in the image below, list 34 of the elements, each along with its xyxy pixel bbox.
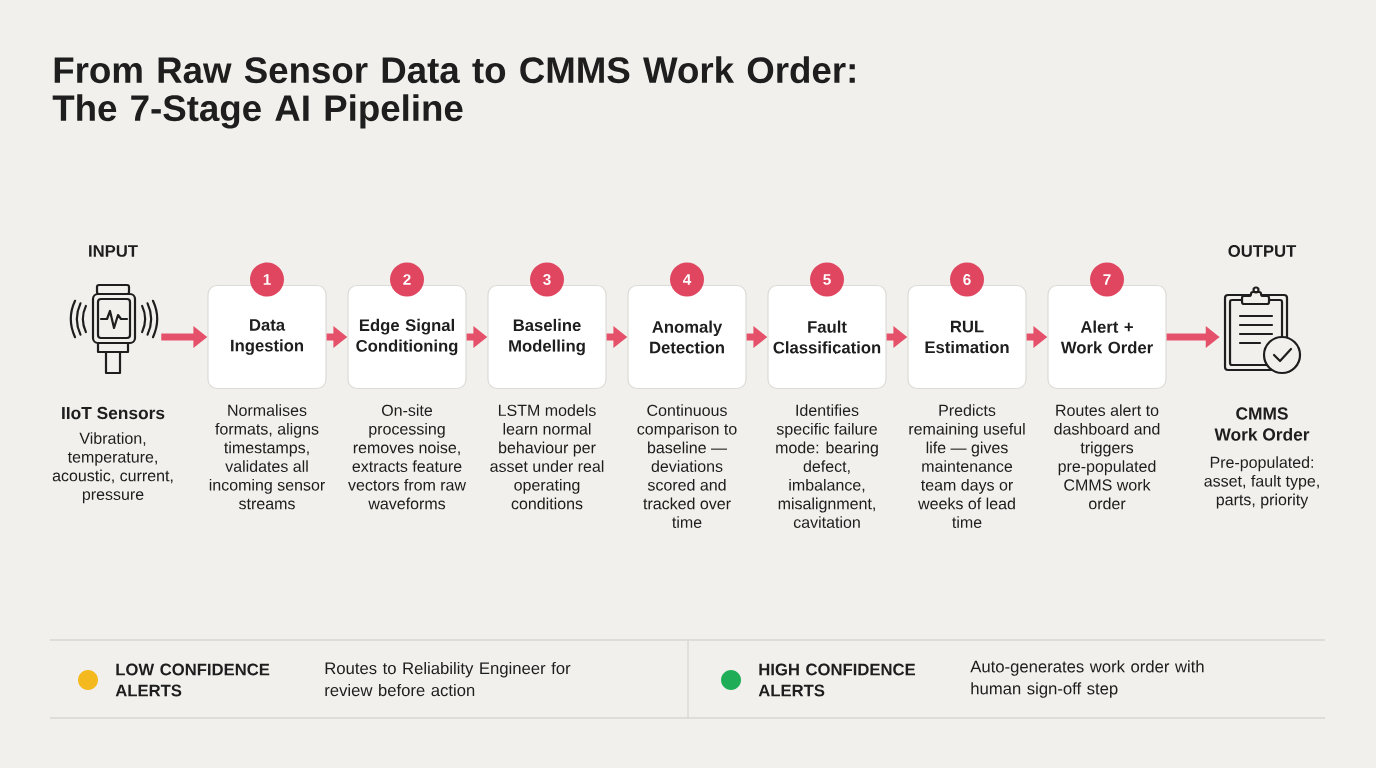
node-title: CMMS Work Order: [1214, 407, 1310, 441]
description-text: Normalises formats, aligns timestamps, validates all incoming sensor streams: [209, 404, 325, 510]
description-text: Continuous comparison to baseline — deviations scored and tracked over time: [637, 404, 737, 528]
clipboard-icon: [1223, 286, 1302, 375]
section-label: OUTPUT: [1228, 245, 1297, 257]
description-text: LSTM models learn normal behaviour per asset under real operating conditions: [490, 404, 604, 510]
description-text: Routes alert to dashboard and triggers pre-populated CMMS work order: [1054, 404, 1160, 510]
legend-label: LOW CONFIDENCE ALERTS: [115, 663, 270, 697]
process-box: Fault Classification: [767, 284, 887, 390]
process-box: Baseline Modelling: [487, 284, 607, 390]
title: From Raw Sensor Data to CMMS Work Order: The 7-Stage AI Pipeline: [52, 56, 855, 129]
process-box: Anomaly Detection: [627, 284, 747, 390]
step-number-badge: 1: [250, 262, 284, 297]
process-box: Alert + Work Order: [1047, 284, 1167, 390]
step-number-badge: 4: [670, 262, 704, 297]
step-number-badge: 6: [950, 262, 984, 297]
description-text: Routes to Reliability Engineer for review before action: [325, 661, 571, 697]
step-number-badge: 7: [1090, 262, 1124, 297]
process-box: RUL Estimation: [907, 284, 1027, 390]
legend-label: HIGH CONFIDENCE ALERTS: [758, 663, 915, 697]
section-label: INPUT: [89, 245, 138, 257]
node-title: IIoT Sensors: [62, 406, 165, 420]
description-text: Predicts remaining useful life — gives maintenance team days or weeks of lead time: [909, 404, 1025, 528]
description-text: Vibration, temperature, acoustic, current, pressure: [52, 432, 173, 504]
description-text: Identifies specific failure mode: bearing defect, imbalance, misalignment, cavitation: [776, 404, 878, 528]
process-box: Edge Signal Conditioning: [347, 284, 467, 390]
description-text: On-site processing removes noise, extracts feature vectors from raw waveforms: [348, 404, 467, 510]
sensor-icon: [69, 283, 159, 375]
description-text: Auto-generates work order with human sign-off step: [970, 660, 1204, 698]
step-number-badge: 2: [390, 262, 424, 297]
description-text: Pre-populated: asset, fault type, parts, priority: [1204, 456, 1319, 509]
step-number-badge: 3: [530, 262, 564, 297]
process-box: Data Ingestion: [207, 284, 327, 390]
step-number-badge: 5: [810, 262, 844, 297]
